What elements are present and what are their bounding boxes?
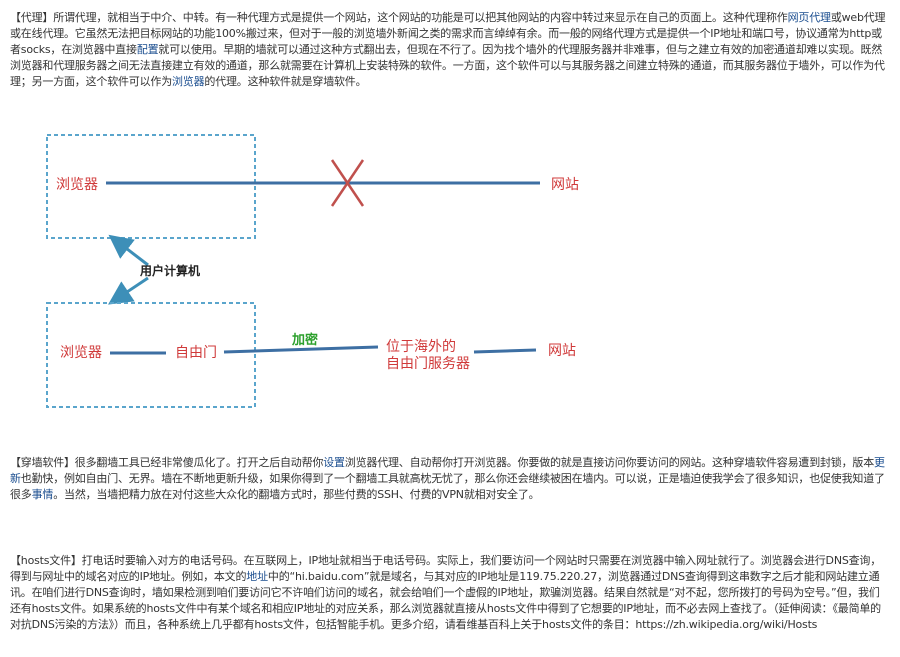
top-browser-label: 浏览器 [56,177,98,193]
circumvention-paragraph: 【穿墙软件】很多翻墙工具已经非常傻瓜化了。打开之后自动帮你设置浏览器代理、自动帮… [10,455,890,503]
top-site-label: 网站 [551,177,579,193]
user-computer-box-top [46,134,256,239]
blocked-x-icon [330,159,365,207]
config-link[interactable]: 配置 [136,43,159,56]
matters-link[interactable]: 事情 [31,488,54,501]
proxy-text-4: 的代理。这种软件就是穿墙软件。 [204,75,367,88]
server-to-site-line [473,348,537,354]
update-link[interactable]: 更新 [10,456,885,485]
browser-link[interactable]: 浏览器 [172,75,205,88]
web-proxy-link[interactable]: 网页代理 [787,11,831,24]
server-label-line2: 自由门服务器 [386,356,470,372]
proxy-text-2: 或web代理或在线代理。它虽然无法把目标网站的功能100%搬过来，但对于一般的浏… [10,11,886,56]
server-label-line1: 位于海外的 [386,339,456,355]
proxy-paragraph: 【代理】所谓代理，就相当于中介、中转。有一种代理方式是提供一个网站，这个网站的功… [10,10,890,90]
encrypted-tunnel-line [223,345,379,354]
settings-link[interactable]: 设置 [323,456,345,469]
freegate-label: 自由门 [175,345,217,361]
arrow-up-icon [108,234,149,267]
circ-text-1: 【穿墙软件】很多翻墙工具已经非常傻瓜化了。打开之后自动帮你 [10,456,324,469]
circ-text-3: 也勤快，例如自由门、无界。墙在不断地更新升级，如果你得到了一个翻墙工具就高枕无忧… [10,472,885,501]
address-link[interactable]: 地址 [246,570,268,583]
bottom-site-label: 网站 [548,343,576,359]
encrypted-label: 加密 [291,332,318,348]
proxy-text-1: 【代理】所谓代理，就相当于中介、中转。有一种代理方式是提供一个网站，这个网站的功… [10,11,788,24]
hosts-text-1: 【hosts文件】打电话时要输入对方的电话号码。在互联网上，IP地址就相当于电话… [10,554,882,583]
circ-text-4: 。当然，当墙把精力放在对付这些大众化的翻墙方式时，那些付费的SSH、付费的VPN… [53,488,540,501]
arrow-down-icon [108,276,149,305]
bottom-browser-label: 浏览器 [60,345,102,361]
user-computer-label: 用户计算机 [139,263,200,278]
hosts-text-2: 中的“hi.baidu.com”就是域名，与其对应的IP地址是119.75.22… [10,570,881,631]
hosts-paragraph: 【hosts文件】打电话时要输入对方的电话号码。在互联网上，IP地址就相当于电话… [10,553,890,633]
circ-text-2: 浏览器代理、自动帮你打开浏览器。你要做的就是直接访问你要访问的网站。这种穿墙软件… [344,456,875,469]
user-computer-box-bottom [46,302,256,408]
proxy-text-3: 就可以使用。早期的墙就可以通过这种方式翻出去，但现在不行了。因为找个墙外的代理服… [10,43,885,88]
